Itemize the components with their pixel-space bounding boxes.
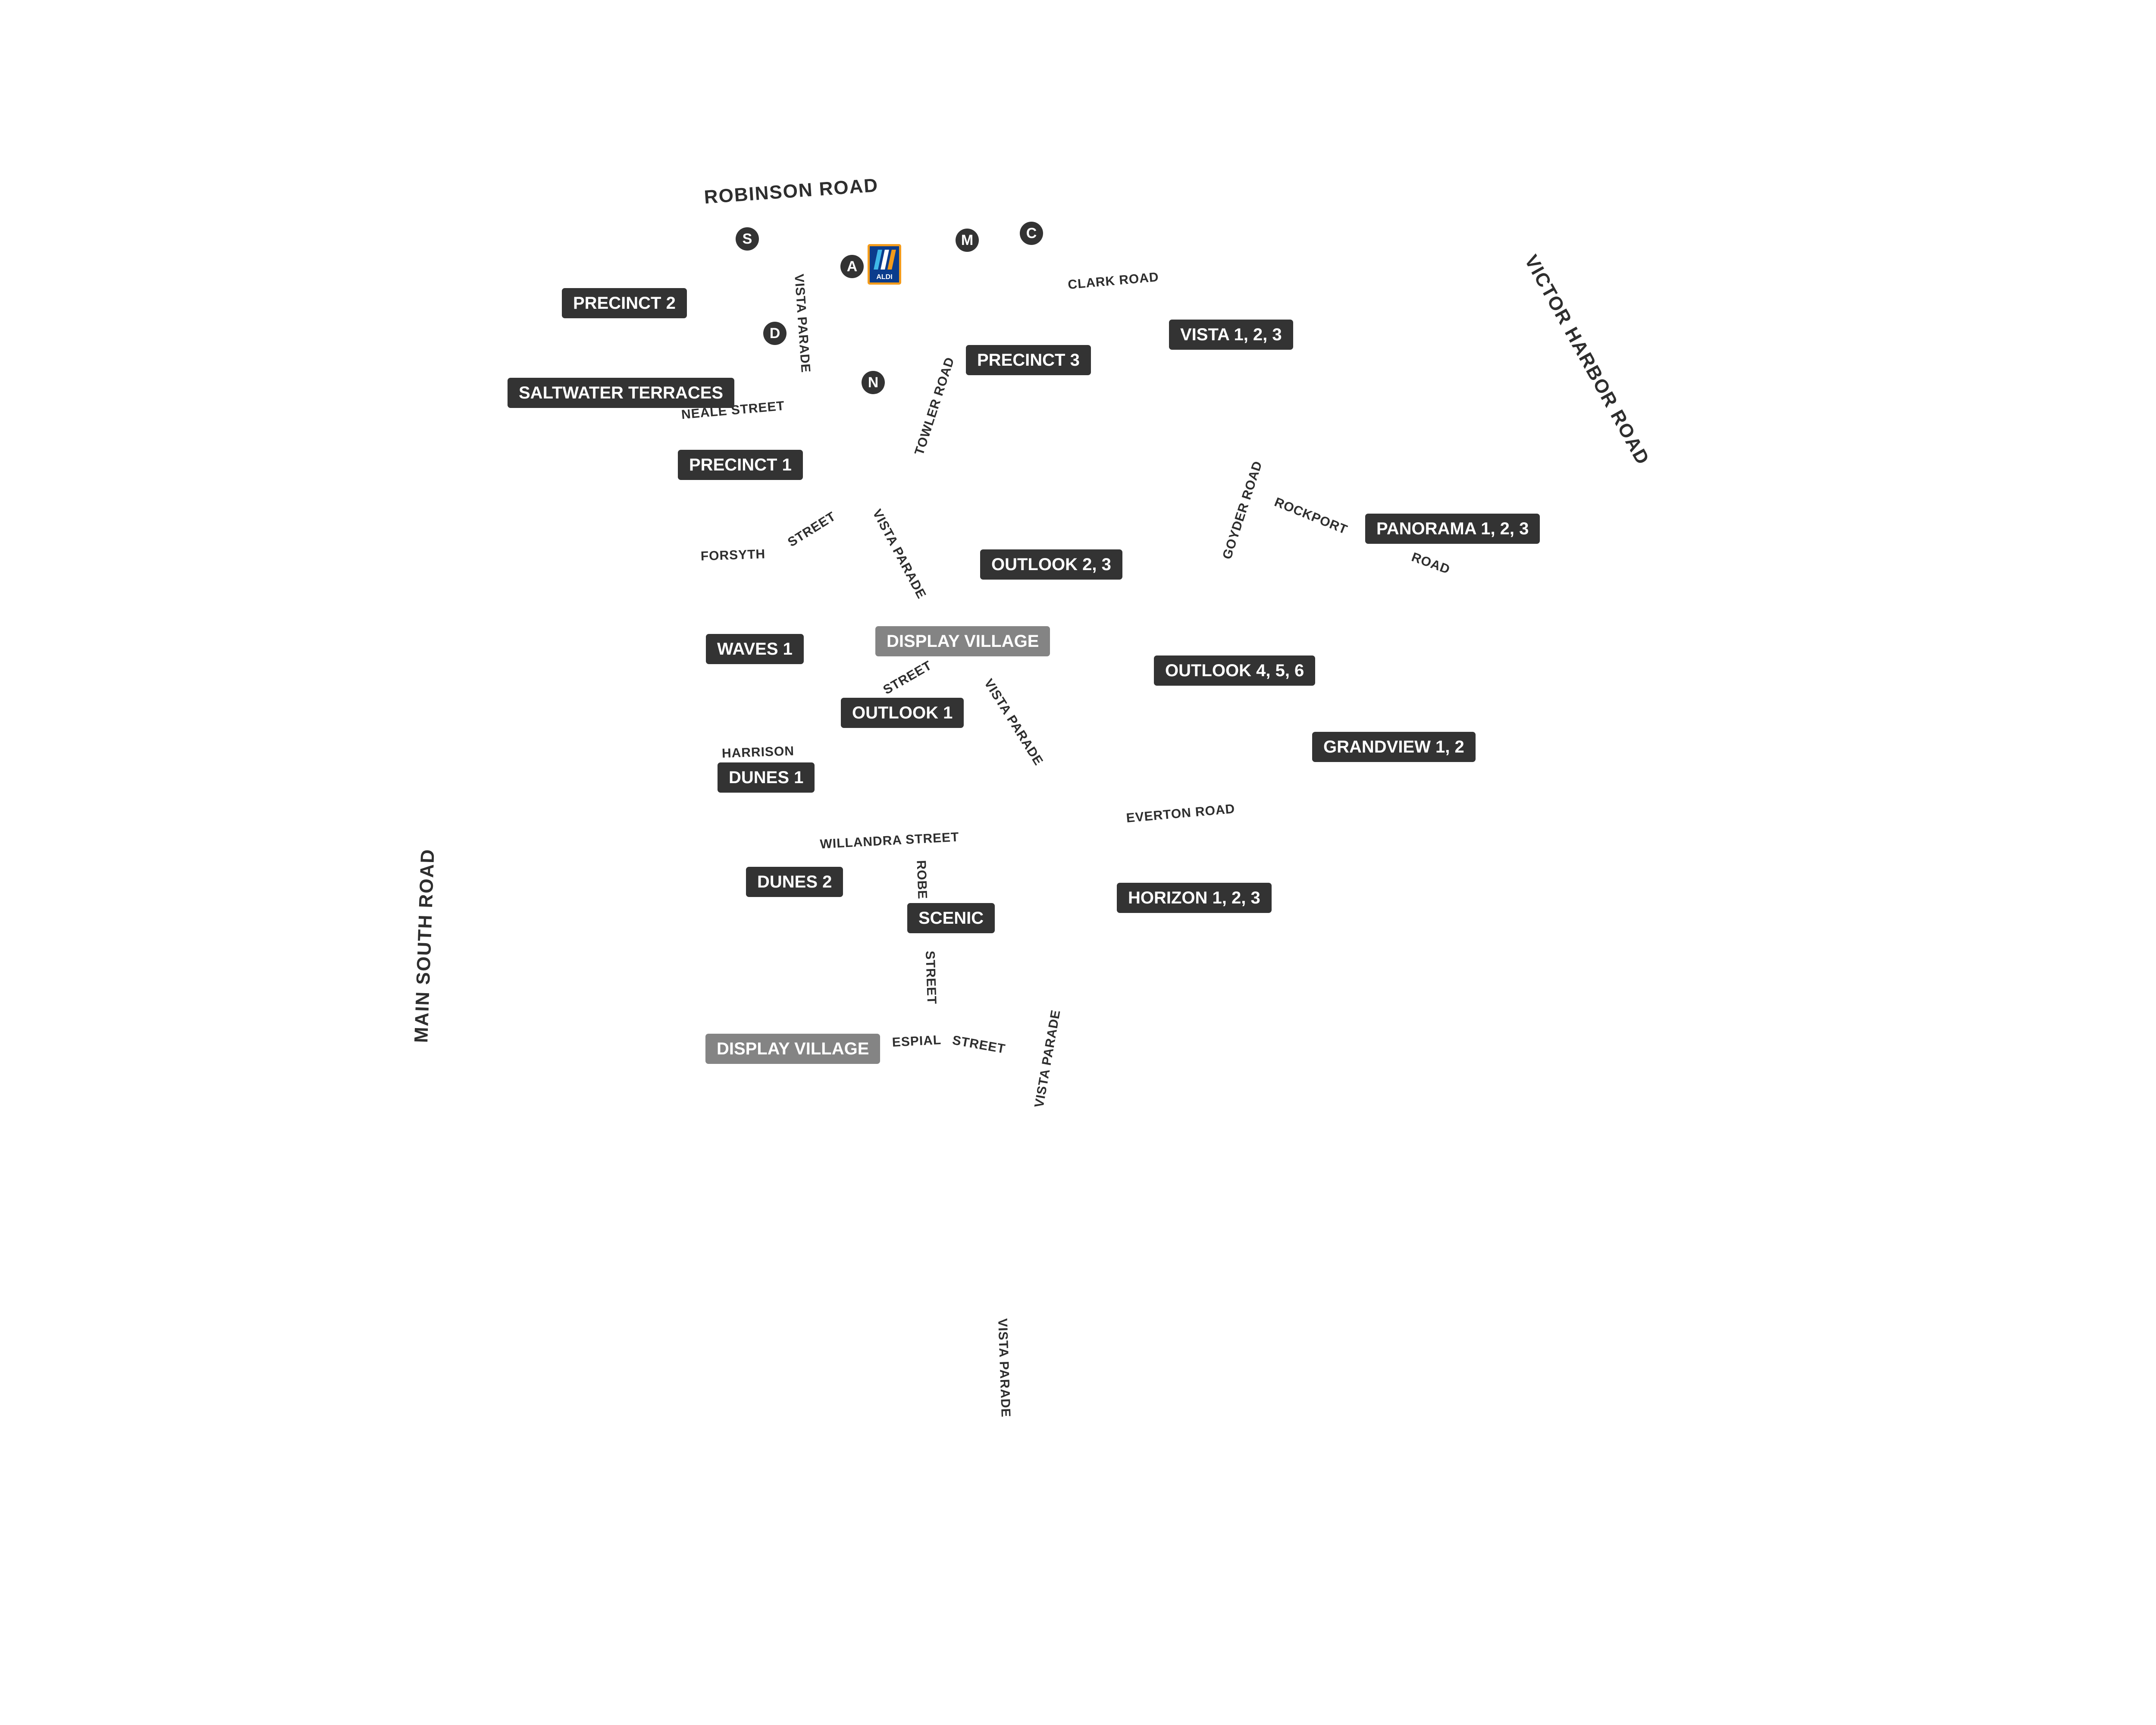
outlook-1-tag[interactable]: OUTLOOK 1 xyxy=(841,698,964,728)
marker-s-icon[interactable]: S xyxy=(736,227,759,251)
vista-parade-label-bottom: VISTA PARADE xyxy=(995,1318,1013,1418)
display-village-street-label: STREET xyxy=(881,658,934,697)
vista-123-tag[interactable]: VISTA 1, 2, 3 xyxy=(1169,320,1293,350)
precinct-1-tag[interactable]: PRECINCT 1 xyxy=(678,450,803,480)
vista-parade-label-north: VISTA PARADE xyxy=(792,273,813,373)
victor-harbor-road-label: VICTOR HARBOR ROAD xyxy=(1520,251,1654,469)
clark-road-label: CLARK ROAD xyxy=(1067,270,1159,292)
forsyth-label: FORSYTH xyxy=(700,547,766,564)
vista-parade-label-south: VISTA PARADE xyxy=(981,676,1046,768)
aldi-logo-icon[interactable]: ALDI xyxy=(868,244,901,285)
outlook-23-tag[interactable]: OUTLOOK 2, 3 xyxy=(980,549,1122,580)
goyder-road-label: GOYDER ROAD xyxy=(1220,459,1265,561)
robe-label: ROBE xyxy=(914,860,930,900)
marker-n-icon[interactable]: N xyxy=(862,371,885,394)
display-village-north-tag[interactable]: DISPLAY VILLAGE xyxy=(875,626,1050,656)
towler-road-label: TOWLER ROAD xyxy=(912,355,957,457)
waves-1-tag[interactable]: WAVES 1 xyxy=(706,634,804,664)
rockport-label: ROCKPORT xyxy=(1272,495,1350,537)
panorama-123-tag[interactable]: PANORAMA 1, 2, 3 xyxy=(1365,514,1540,544)
willandra-street-label: WILLANDRA STREET xyxy=(819,830,960,852)
harrison-label: HARRISON xyxy=(721,744,795,761)
espial-street-label: STREET xyxy=(951,1033,1007,1057)
display-village-south-tag[interactable]: DISPLAY VILLAGE xyxy=(705,1034,881,1064)
aldi-logo-inner: ALDI xyxy=(870,246,899,282)
saltwater-terraces-tag[interactable]: SALTWATER TERRACES xyxy=(508,378,735,408)
robe-street-label: STREET xyxy=(922,950,939,1005)
horizon-123-tag[interactable]: HORIZON 1, 2, 3 xyxy=(1117,883,1272,913)
robinson-road-label: ROBINSON ROAD xyxy=(703,174,879,208)
marker-d-icon[interactable]: D xyxy=(763,322,787,345)
main-south-road-label: MAIN SOUTH ROAD xyxy=(411,848,439,1043)
forsyth-street-label: STREET xyxy=(785,509,839,550)
rockport-road-label: ROAD xyxy=(1410,550,1452,577)
vista-parade-label-mid: VISTA PARADE xyxy=(869,507,929,601)
dunes-2-tag[interactable]: DUNES 2 xyxy=(746,867,843,897)
dunes-1-tag[interactable]: DUNES 1 xyxy=(718,762,815,793)
grandview-12-tag[interactable]: GRANDVIEW 1, 2 xyxy=(1312,732,1476,762)
scenic-tag[interactable]: SCENIC xyxy=(907,903,995,933)
outlook-456-tag[interactable]: OUTLOOK 4, 5, 6 xyxy=(1154,656,1316,686)
precinct-3-tag[interactable]: PRECINCT 3 xyxy=(966,345,1091,375)
marker-a-icon[interactable]: A xyxy=(840,255,864,278)
marker-c-icon[interactable]: C xyxy=(1020,222,1043,245)
espial-label: ESPIAL xyxy=(892,1033,942,1050)
aldi-logo-text: ALDI xyxy=(876,273,893,281)
precinct-2-tag[interactable]: PRECINCT 2 xyxy=(562,288,687,318)
aldi-stripe xyxy=(887,250,896,270)
everton-road-label: EVERTON ROAD xyxy=(1125,802,1236,825)
marker-m-icon[interactable]: M xyxy=(956,229,979,252)
vista-parade-label-lower: VISTA PARADE xyxy=(1032,1008,1063,1109)
